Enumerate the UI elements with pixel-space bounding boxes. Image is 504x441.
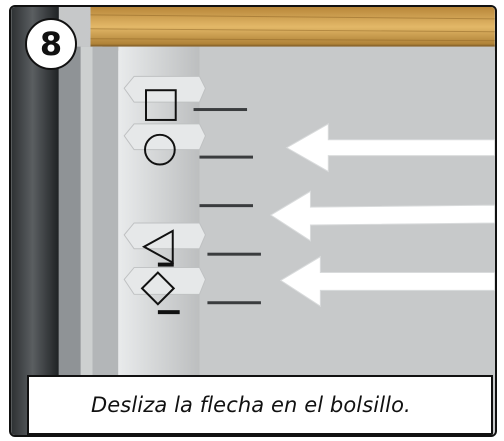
diamond-symbol: [140, 271, 176, 306]
arrow-1: [285, 123, 495, 173]
slot-1: [193, 108, 248, 112]
left-post: [11, 7, 59, 435]
illustration-frame: Desliza la flecha en el bolsillo.: [9, 5, 497, 437]
instruction-caption: Desliza la flecha en el bolsillo.: [27, 375, 493, 435]
step-number-badge: 8: [25, 18, 77, 70]
square-symbol: [145, 89, 177, 121]
slot-4: [207, 252, 261, 256]
installation-scene: [11, 7, 495, 435]
arrow-2: [269, 190, 495, 242]
circle-symbol: [144, 133, 176, 166]
slot-5: [207, 301, 261, 305]
arrow-3: [279, 255, 495, 308]
triangle-symbol: [141, 229, 174, 265]
slot-3: [199, 204, 253, 208]
slot-2: [199, 155, 253, 159]
